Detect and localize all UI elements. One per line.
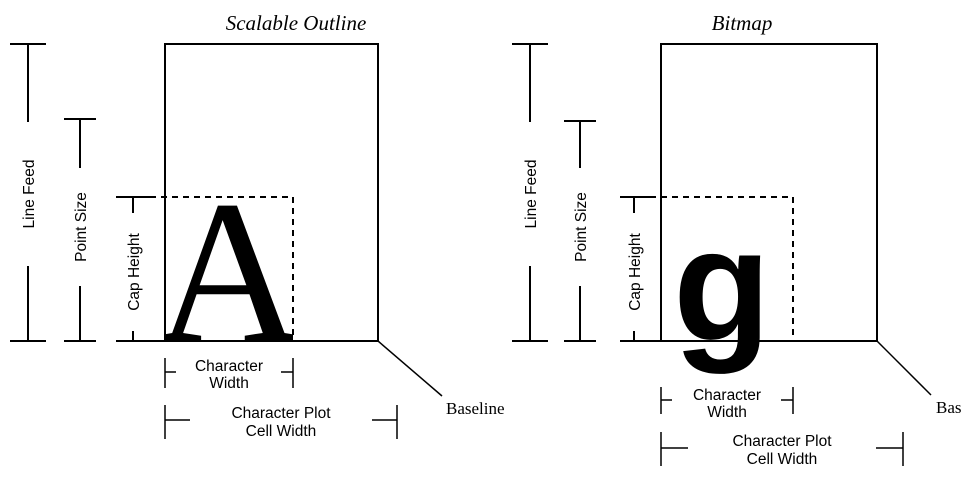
character-width-label-line2: Width <box>707 404 747 421</box>
character-width-dimension: Character Width <box>660 387 794 421</box>
point-size-label: Point Size <box>573 192 590 262</box>
line-feed-dimension: Line Feed <box>10 43 46 342</box>
character-width-dimension: Character Width <box>164 358 294 392</box>
glyph-a: A <box>155 159 303 386</box>
panel-title: Bitmap <box>712 11 773 35</box>
plot-cell-width-label-line1: Character Plot <box>231 405 331 422</box>
panel-bitmap: Bitmap Bas Line Feed Point Size <box>512 11 962 468</box>
point-size-dimension: Point Size <box>64 118 96 342</box>
plot-cell-width-dimension: Character Plot Cell Width <box>660 432 904 468</box>
character-width-label-line1: Character <box>693 387 761 404</box>
plot-cell-width-label-line2: Cell Width <box>747 451 818 468</box>
glyph-a-group: A <box>155 159 303 386</box>
baseline-label: Baseline <box>446 399 505 418</box>
character-cell-box <box>660 43 878 342</box>
plot-cell-width-label-line1: Character Plot <box>732 433 832 450</box>
cap-height-label: Cap Height <box>627 233 644 311</box>
point-size-dimension: Point Size <box>564 120 596 342</box>
cap-height-label: Cap Height <box>126 233 143 311</box>
baseline-pointer <box>377 340 443 397</box>
baseline-pointer <box>876 340 932 396</box>
plot-cell-width-dimension: Character Plot Cell Width <box>164 405 398 440</box>
baseline-label: Bas <box>936 398 962 417</box>
line-feed-dimension: Line Feed <box>512 43 548 342</box>
panel-scalable-outline: Scalable Outline Baseline Line Feed Poin… <box>10 11 505 440</box>
cap-height-dimension: Cap Height <box>116 196 164 342</box>
glyph-g: g <box>673 195 771 374</box>
point-size-label: Point Size <box>73 192 90 262</box>
cap-height-dimension: Cap Height <box>620 196 660 342</box>
line-feed-label: Line Feed <box>21 160 38 229</box>
character-cell-box <box>164 43 379 342</box>
line-feed-label: Line Feed <box>523 160 540 229</box>
character-width-label-line2: Width <box>209 375 249 392</box>
plot-cell-width-label-line2: Cell Width <box>246 423 317 440</box>
character-width-label-line1: Character <box>195 358 263 375</box>
panel-title: Scalable Outline <box>226 11 367 35</box>
